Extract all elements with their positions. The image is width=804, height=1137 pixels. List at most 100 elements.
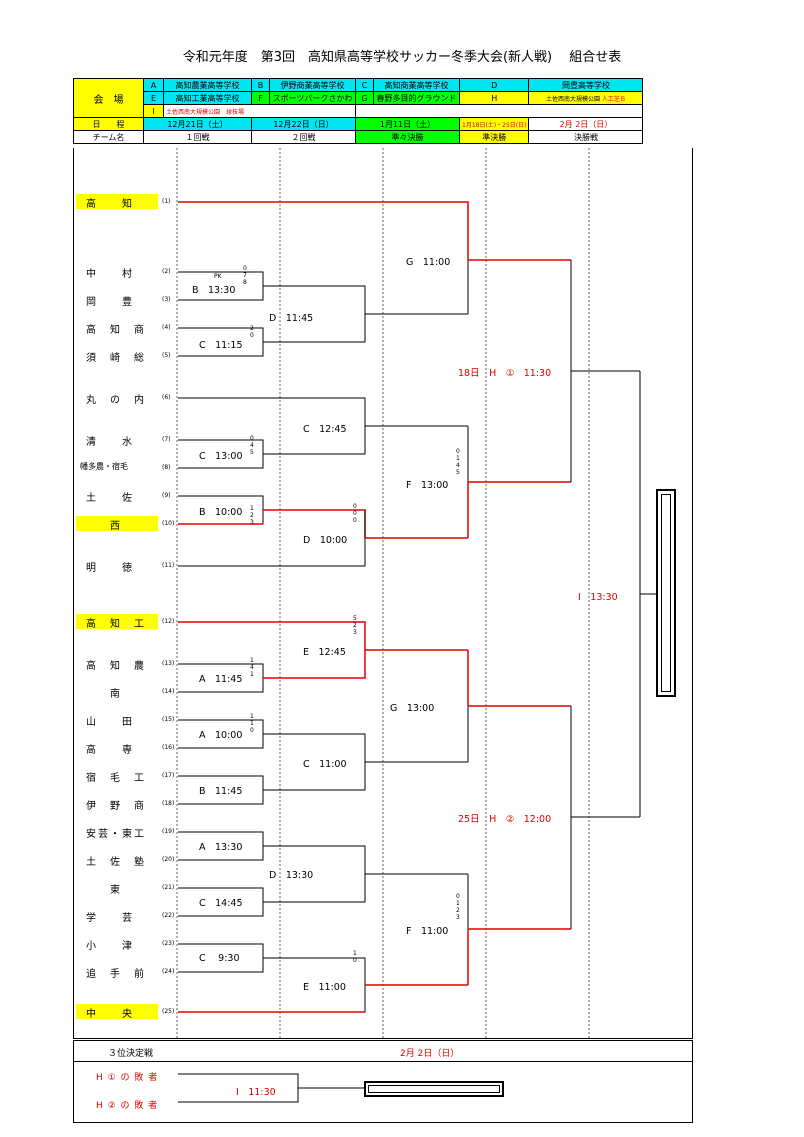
team-name: 須 崎 総 [86,353,146,364]
team-16: 高 専 [76,740,158,756]
bracket-frame [73,148,693,1039]
team-name: 土 佐 塾 [86,857,146,868]
match-r2-g: E 11:00 [303,982,346,993]
team-6: 丸 の 内 [76,390,158,406]
team-13: 高 知 農 [76,656,158,672]
team-number: (19) [162,828,175,835]
champion-box [656,489,676,697]
match-qf-1: G 11:00 [406,257,451,268]
score-r1-2-3: 0 7 8 [243,265,247,286]
schedule-label: 日 程 [73,117,144,131]
team-number: (25) [162,1008,175,1015]
team-name: 丸 の 内 [86,395,146,406]
match-sf-1: 18日 H ① 11:30 [458,368,552,379]
team-name: 西 [86,521,122,532]
match-r1-15-16: A 10:00 [199,730,243,741]
match-r1-13-14: A 11:45 [199,674,243,685]
team-number: (14) [162,688,175,695]
team-1: 高 知 [76,194,158,210]
match-r2-a: D 11:45 [269,313,314,324]
team-3: 岡 豊 [76,292,158,308]
match-final: I 13:30 [578,592,618,603]
venue-e: 高知工業高等学校 [163,91,252,105]
score-r1-9-10: 1 2 3 [250,505,254,526]
date-qf: 1月11日（土） [355,117,460,131]
team-12: 高 知 工 [76,614,158,630]
match-r1-2-3: B 13:30 [192,285,236,296]
team-number: (11) [162,562,175,569]
match-r2-e: C 11:00 [303,759,347,770]
team-name: 中 央 [86,1009,134,1020]
team-9: 土 佐 [76,488,158,504]
team-21: 東 [76,880,158,896]
team-25: 中 央 [76,1004,158,1020]
team-name: 高 知 工 [86,619,146,630]
team-22: 学 芸 [76,908,158,924]
team-name: 清 水 [86,437,134,448]
bracket-line [178,201,469,260]
team-number: (23) [162,940,175,947]
team-number: (5) [162,352,171,359]
match-r2-b: C 12:45 [303,424,347,435]
score-qf-2: 0 1 4 5 [456,448,460,476]
team-name: 追 手 前 [86,969,146,980]
team-number: (22) [162,912,175,919]
bracket-line [178,510,366,567]
team-number: (3) [162,296,171,303]
team-17: 宿 毛 工 [76,768,158,784]
team-number: (4) [162,324,171,331]
page-title: 令和元年度 第3回 高知県高等学校サッカー冬季大会(新人戦) 組合せ表 [182,50,622,65]
team-number: (1) [162,198,171,205]
team-number: (7) [162,436,171,443]
match-r1-21-22: C 14:45 [199,898,243,909]
match-qf-2: F 13:00 [406,480,449,491]
team-name: 南 [86,689,122,700]
third-place-date: 2月 2日（日） [400,1049,460,1059]
match-r1-23-24: C 9:30 [199,953,240,964]
team-24: 追 手 前 [76,964,158,980]
team-20: 土 佐 塾 [76,852,158,868]
team-number: (20) [162,856,175,863]
match-r1-9-10: B 10:00 [199,507,243,518]
team-11: 明 徳 [76,558,158,574]
match-r2-f: D 13:30 [269,870,314,881]
venue-b: 伊野商業高等学校 [269,78,356,92]
team-number: (13) [162,660,175,667]
score-r2-c: 0 0 0 [353,503,357,524]
team-name: 東 [86,885,122,896]
match-qf-3: G 13:00 [390,703,435,714]
match-r1-4-5: C 11:15 [199,340,243,351]
team-label: チーム名 [73,130,144,144]
team-name: 高 知 商 [86,325,146,336]
score-r1-13-14: 1 4 1 [250,657,254,678]
team-name: 高 知 農 [86,661,146,672]
score-r1-4-5: 2 0 [250,325,254,339]
team-2: 中 村 [76,264,158,280]
venue-c: 高知商業高等学校 [373,78,460,92]
team-number: (17) [162,772,175,779]
team-19: 安芸・東工 [76,824,158,840]
team-23: 小 津 [76,936,158,952]
team-name: 土 佐 [86,493,134,504]
team-18: 伊 野 商 [76,796,158,812]
team-number: (2) [162,268,171,275]
loser-h1: H ① の 敗 者 [96,1073,159,1083]
team-name: 小 津 [86,941,134,952]
match-r1-7-8: C 13:00 [199,451,243,462]
match-r1-17-18: B 11:45 [199,786,243,797]
team-7: 清 水 [76,432,158,448]
venue-a: 高知農業高等学校 [163,78,252,92]
score-r2-d: 5 2 3 [353,615,357,636]
score-r2-g: 1 0 [353,950,357,964]
team-name: 伊 野 商 [86,801,146,812]
match-r2-d: E 12:45 [303,647,346,658]
match-qf-4: F 11:00 [406,926,449,937]
team-8: 幡多農・宿毛 [76,460,158,475]
team-name: 明 徳 [86,563,134,574]
score-qf-4: 0 1 2 3 [456,893,460,921]
match-r1-19-20: A 13:30 [199,842,243,853]
venue-table: 会 場 A 高知農業高等学校 B 伊野商業高等学校 C 高知商業高等学校 D 岡… [73,78,644,144]
match-r2-c: D 10:00 [303,535,348,546]
team-number: (9) [162,492,171,499]
